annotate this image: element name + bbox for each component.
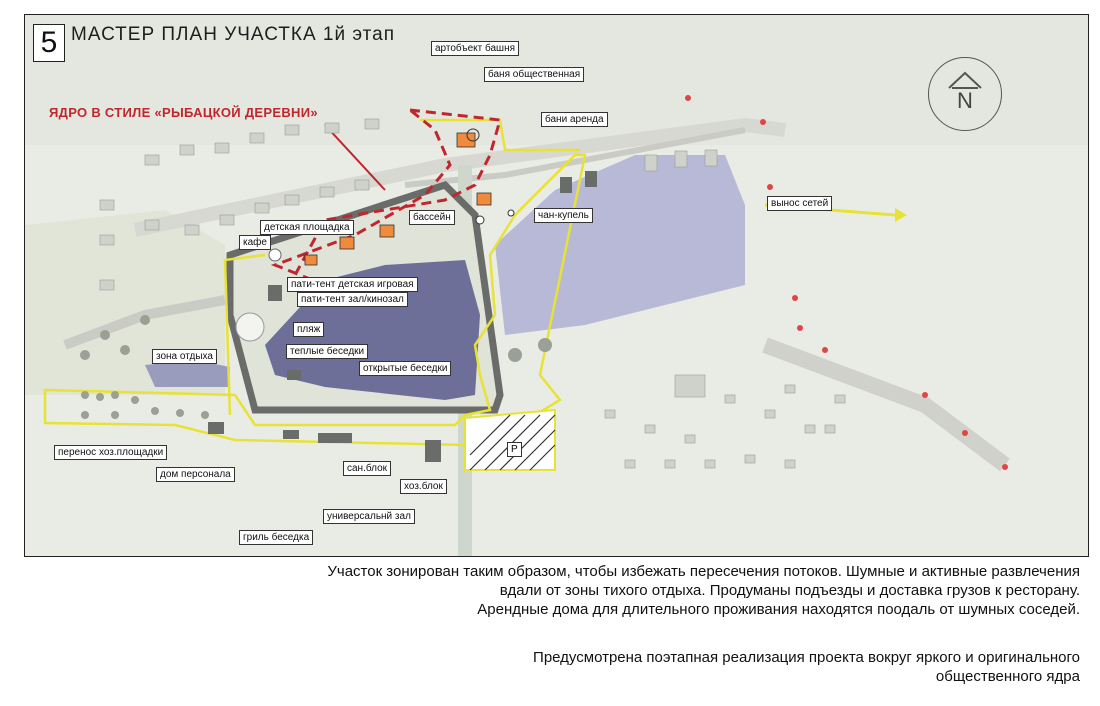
core-style-label: ЯДРО В СТИЛЕ «РЫБАЦКОЙ ДЕРЕВНИ» [49,105,318,120]
description-line: Участок зонирован таким образом, чтобы и… [327,563,1080,580]
description-paragraph-1: Участок зонирован таким образом, чтобы и… [327,562,1080,619]
description-paragraph-2: Предусмотрена поэтапная реализация проек… [533,648,1080,686]
description-line: Предусмотрена поэтапная реализация проек… [533,649,1080,666]
label-cafe: кафе [239,235,271,250]
parking-label: P [507,442,522,457]
label-hoz-block: хоз.блок [400,479,447,494]
plan-title: МАСТЕР ПЛАН УЧАСТКА 1й этап [71,24,395,45]
label-open-gazebos: открытые беседки [359,361,452,376]
label-beach: пляж [293,322,325,337]
service-buildings [208,171,597,462]
label-staff-house: дом персонала [156,467,235,482]
description-line: вдали от зоны тихого отдыха. Продуманы п… [499,582,1080,599]
sheet-number: 5 [33,24,65,62]
label-party-tent-hall: пати-тент зал/кинозал [297,292,408,307]
north-arrow-icon [948,71,982,89]
network-markers [685,95,1008,470]
description-line: Арендные дома для длительного проживания… [477,601,1080,618]
small-lake [145,360,230,387]
description-line: общественного ядра [935,668,1080,685]
label-public-bath: баня общественная [484,67,585,82]
label-rest-zone: зона отдыха [152,349,217,364]
compass-letter: N [957,88,973,113]
label-network: вынос сетей [767,196,833,211]
label-rent-baths: бани аренда [541,112,608,127]
master-plan-map: 5 МАСТЕР ПЛАН УЧАСТКА 1й этап ЯДРО В СТИ… [24,14,1089,557]
label-kids-playground: детская площадка [260,220,354,235]
trees [80,315,552,419]
north-compass: N [928,57,1002,131]
label-party-tent-kids: пати-тент детская игровая [287,277,418,292]
label-art-tower: артобъект башня [431,41,520,56]
label-warm-gazebos: теплые беседки [286,344,369,359]
label-grill-gazebo: гриль беседка [239,530,314,545]
core-houses [304,132,492,266]
label-chan-kupel: чан-купель [534,208,593,223]
rental-houses [99,118,846,469]
label-relocate-yard: перенос хоз.площадки [54,445,168,460]
label-san-block: сан.блок [343,461,392,476]
label-pool: бассейн [409,210,455,225]
label-universal-hall: универсальнй зал [323,509,415,524]
parking-hatch [464,408,556,471]
